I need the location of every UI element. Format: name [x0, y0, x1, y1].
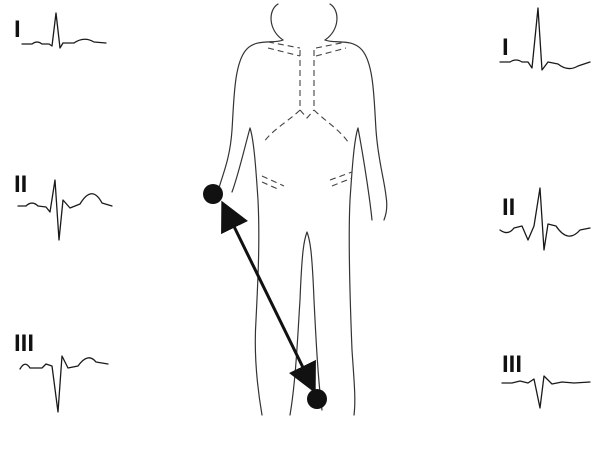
left-lead-I-label: I [14, 16, 21, 43]
left-lead-II-trace [18, 180, 112, 240]
right-lead-III-label: III [502, 351, 522, 378]
left-lead-III-label: III [14, 330, 34, 357]
rib-margin [264, 110, 348, 142]
right-inner-arm [349, 128, 372, 415]
left-hip-mark [262, 176, 284, 190]
skeleton-hints [262, 42, 352, 190]
right-lead-I-trace [500, 8, 590, 70]
left-lead-II-label: II [14, 171, 27, 198]
right-hip-mark [330, 172, 352, 186]
head-outline [271, 4, 337, 40]
left-lead-I-trace [22, 13, 106, 48]
left-side-outline [219, 40, 283, 188]
left-lead-III-trace [20, 356, 108, 412]
inner-legs [290, 232, 322, 415]
left-clavicle [268, 42, 300, 56]
right-clavicle [316, 42, 346, 56]
right-side-outline [325, 40, 387, 220]
sternum [300, 50, 314, 118]
left-leg-electrode-icon [307, 389, 327, 409]
right-lead-I-label: I [502, 34, 509, 61]
right-arm-electrode-icon [203, 184, 223, 204]
right-lead-III-trace [502, 376, 590, 408]
right-lead-II-label: II [502, 194, 515, 221]
body-outline [219, 4, 387, 415]
